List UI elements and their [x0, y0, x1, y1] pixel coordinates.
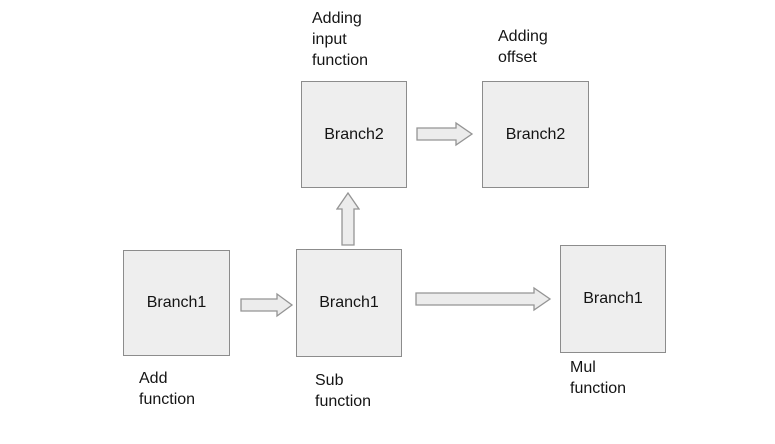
caption-adding-offset: Adding offset: [498, 28, 548, 66]
node-branch2-adding-input: Branch2: [301, 81, 407, 188]
node-label: Branch1: [146, 294, 207, 311]
node-label: Branch1: [319, 294, 379, 311]
arrow-branch1-sub-to-branch1-mul: [415, 286, 552, 312]
node-branch1-add: Branch1: [123, 250, 230, 356]
node-label: Branch2: [505, 125, 566, 143]
caption-sub-function: Sub function: [315, 372, 372, 410]
node-branch1-mul: Branch1: [560, 245, 666, 353]
arrow-branch2-input-to-branch2-offset: [416, 121, 474, 147]
arrow-branch1-sub-to-branch2-input: [336, 192, 360, 246]
node-branch1-sub: Branch1: [296, 249, 402, 357]
node-label: Branch2: [324, 125, 384, 143]
caption-mul-function: Mul function: [570, 359, 627, 397]
node-branch2-adding-offset: Branch2: [482, 81, 589, 188]
caption-adding-input-function: Adding input function: [312, 10, 369, 69]
node-label: Branch1: [583, 290, 643, 307]
caption-add-function: Add function: [139, 370, 196, 408]
arrow-branch1-add-to-branch1-sub: [240, 292, 294, 318]
